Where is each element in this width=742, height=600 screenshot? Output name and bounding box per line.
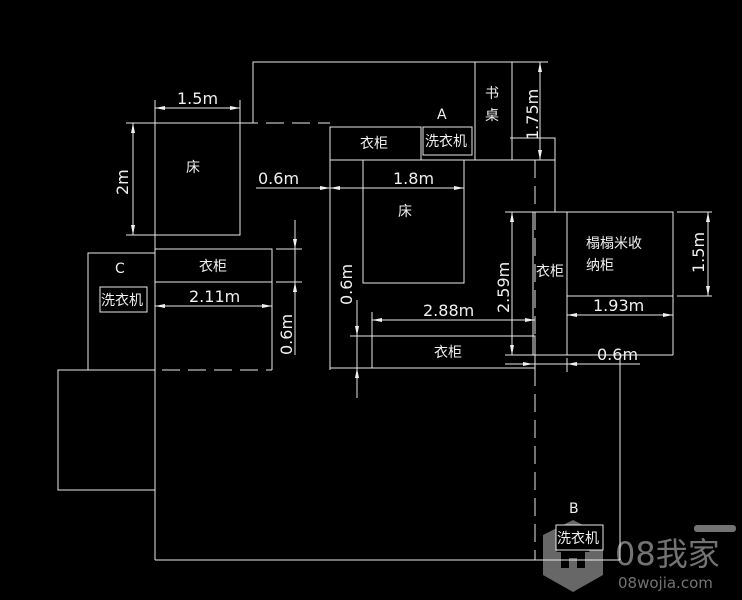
dimension-arrows: [131, 62, 710, 378]
bed-2-label: 床: [398, 204, 412, 220]
dim-desk-height: 1.75m: [523, 89, 542, 140]
wardrobe-right: [532, 211, 568, 356]
washer-c-label: 洗衣机: [101, 293, 143, 309]
dimension-lines: [126, 61, 712, 398]
bed-1-label: 床: [186, 160, 200, 176]
washer-a: [422, 126, 473, 156]
washer-c: [99, 286, 148, 313]
dim-bottom-wardrobe: 2.88m: [423, 301, 474, 320]
wardrobe-top-label: 衣柜: [360, 136, 388, 152]
dim-right-height: 2.59m: [494, 262, 513, 313]
dim-left-wardrobe: 2.11m: [189, 287, 240, 306]
wardrobe-right-label: 衣柜: [536, 264, 564, 280]
dim-bed2-width: 1.8m: [393, 169, 434, 188]
desk-label-1: 书: [485, 86, 499, 102]
wardrobe-top: [329, 126, 422, 161]
room-b-label: B: [569, 501, 579, 517]
tatami-label-1: 榻榻米收: [586, 236, 642, 252]
room-a-label: A: [437, 107, 447, 123]
bed-1: [154, 122, 241, 236]
dim-gap-top: 0.6m: [258, 169, 299, 188]
tatami-label-2: 纳柜: [586, 258, 614, 274]
dim-left-gap: 0.6m: [277, 314, 296, 355]
wardrobe-left: [154, 248, 273, 283]
washer-b-label: 洗衣机: [557, 531, 599, 547]
washer-b: [555, 524, 604, 551]
dim-bed1-length: 2m: [113, 169, 132, 195]
dim-tatami-depth: 1.5m: [689, 232, 708, 273]
desk-label-2: 桌: [485, 108, 499, 124]
dim-right-gap: 0.6m: [597, 345, 638, 364]
dim-tatami-width: 1.93m: [593, 296, 644, 315]
watermark-url: 08wojia.com: [618, 574, 713, 592]
watermark-brand: 08我家: [615, 535, 720, 573]
washer-a-label: 洗衣机: [425, 134, 467, 150]
wardrobe-bottom: [371, 335, 536, 369]
wardrobe-bottom-label: 衣柜: [434, 345, 462, 361]
tatami-cabinet: [566, 211, 674, 297]
room-c-label: C: [115, 261, 125, 277]
wardrobe-left-label: 衣柜: [199, 259, 227, 275]
dim-bed1-width: 1.5m: [177, 89, 218, 108]
dim-middle-gap: 0.6m: [337, 264, 356, 305]
